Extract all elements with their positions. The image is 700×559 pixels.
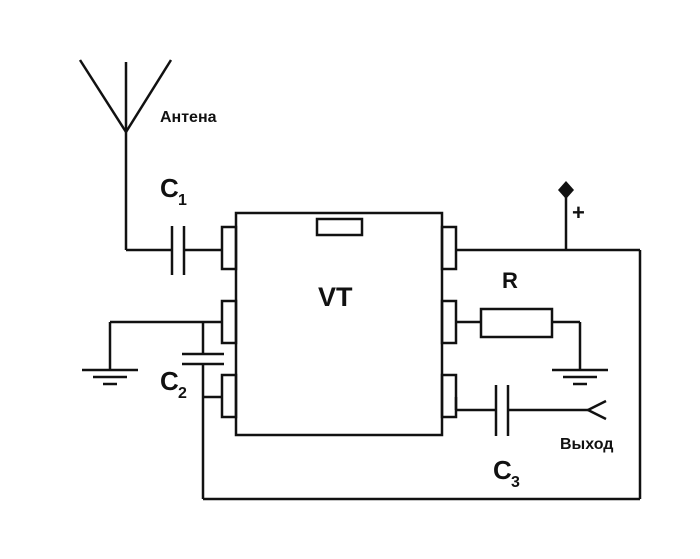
c3-label-subscript: 3 [511, 474, 520, 491]
ground-right [552, 368, 608, 386]
capacitor-c2 [182, 322, 224, 499]
plus-label: + [572, 200, 585, 225]
plus-terminal [558, 181, 574, 250]
chip-vt-body [234, 211, 444, 437]
chip-pin-left-1 [220, 225, 238, 271]
antenna-label: Антена [160, 109, 217, 126]
capacitor-c3 [454, 385, 588, 436]
antenna-symbol [78, 59, 173, 252]
c2-label-letter: C [160, 366, 179, 396]
chip-pin-right-3 [440, 373, 458, 419]
output-terminal [587, 399, 607, 421]
chip-label: VT [318, 282, 353, 312]
terminal-dot-icon [558, 181, 574, 199]
resistor-r [456, 307, 582, 370]
supply-loop-wire [203, 248, 642, 501]
resistor-label: R [502, 268, 518, 293]
c1-label-subscript: 1 [178, 192, 187, 209]
chip-pin-left-3 [220, 373, 238, 419]
chip-pin-right-1 [440, 225, 458, 271]
output-label: Выход [560, 436, 613, 453]
chip-pin-right-2 [440, 299, 458, 345]
chip-pin-left-2 [220, 299, 238, 345]
capacitor-c1 [170, 226, 222, 275]
c3-label-letter: C [493, 455, 512, 485]
c2-label-subscript: 2 [178, 385, 187, 402]
c1-label-letter: C [160, 173, 179, 203]
chip-notch [315, 217, 364, 237]
